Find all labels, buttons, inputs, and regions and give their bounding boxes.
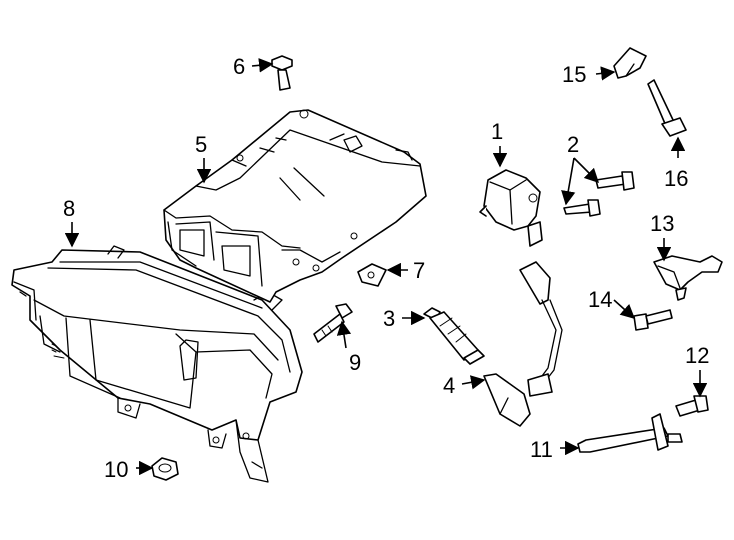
part-1-ignition-coil (479, 169, 543, 247)
callout-6: 6 (233, 54, 245, 79)
part-5-ecm-module (163, 109, 427, 303)
callout-8: 8 (63, 196, 75, 221)
callout-2: 2 (567, 132, 579, 157)
part-13-sensor (653, 255, 723, 301)
callout-11: 11 (530, 437, 553, 462)
part-11-sensor-probe (577, 413, 683, 453)
part-3-spark-plug (423, 307, 485, 365)
part-6-screw (271, 55, 293, 91)
part-2-bolts (563, 171, 635, 217)
leader-lines (64, 58, 708, 476)
callout-4: 4 (443, 373, 455, 398)
part-4-plug-wire (483, 261, 563, 427)
callout-1: 1 (491, 119, 503, 144)
part-14-bolt (633, 309, 673, 331)
part-9-stud (313, 303, 353, 343)
callout-3: 3 (383, 306, 395, 331)
callout-15: 15 (562, 62, 586, 87)
callout-13: 13 (650, 211, 674, 236)
part-12-bolt (675, 395, 709, 417)
callout-7: 7 (413, 258, 425, 283)
callout-9: 9 (349, 350, 361, 375)
part-7-clip (357, 263, 387, 287)
part-16-sensor-probe (647, 79, 687, 137)
callout-12: 12 (685, 343, 709, 368)
callout-10: 10 (104, 457, 128, 482)
callout-5: 5 (195, 132, 207, 157)
callout-14: 14 (588, 287, 612, 312)
part-15-clip (613, 47, 647, 79)
callout-labels: 1 2 3 4 5 6 7 8 9 10 11 12 13 14 15 16 (63, 54, 709, 482)
callout-16: 16 (664, 166, 688, 191)
part-10-nut (151, 457, 179, 481)
